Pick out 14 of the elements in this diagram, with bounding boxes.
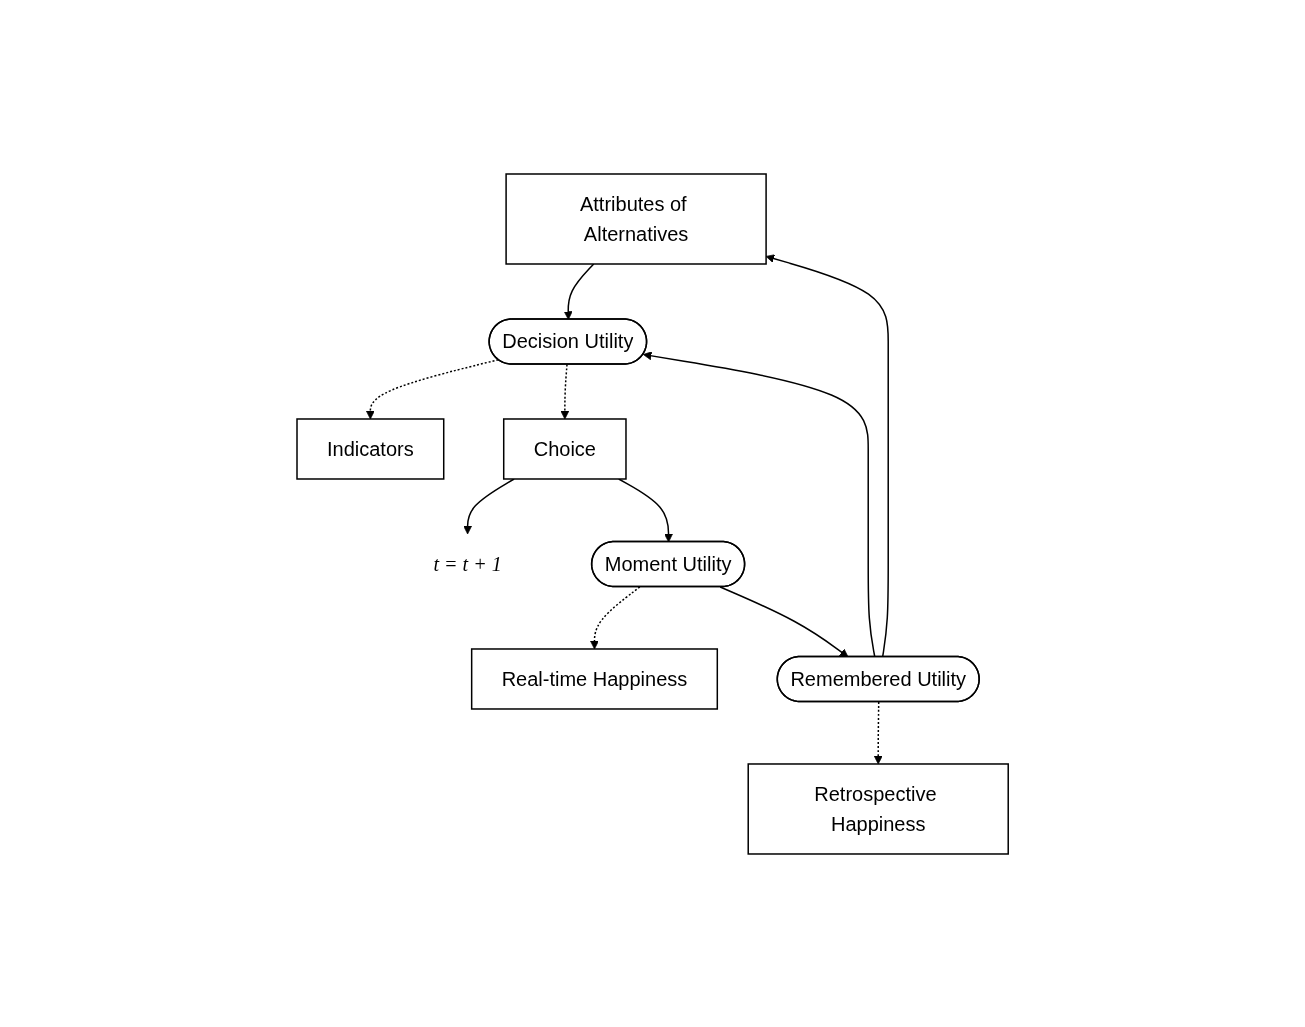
node-box: Real-time Happiness	[470, 647, 718, 710]
arrow	[365, 358, 499, 419]
arrow	[873, 700, 883, 764]
arrow	[563, 262, 595, 320]
node-text: t = t + 1	[433, 552, 502, 575]
arrow	[719, 585, 849, 657]
node-box: Indicators	[296, 417, 445, 480]
node-box: Retrospective Happiness	[747, 762, 1009, 855]
arrow	[463, 477, 515, 534]
node-box: Attributes of Alternatives	[505, 172, 767, 265]
node-box: Choice	[502, 417, 627, 480]
arrow	[590, 585, 641, 649]
arrow	[560, 363, 570, 419]
arrow	[617, 477, 673, 542]
